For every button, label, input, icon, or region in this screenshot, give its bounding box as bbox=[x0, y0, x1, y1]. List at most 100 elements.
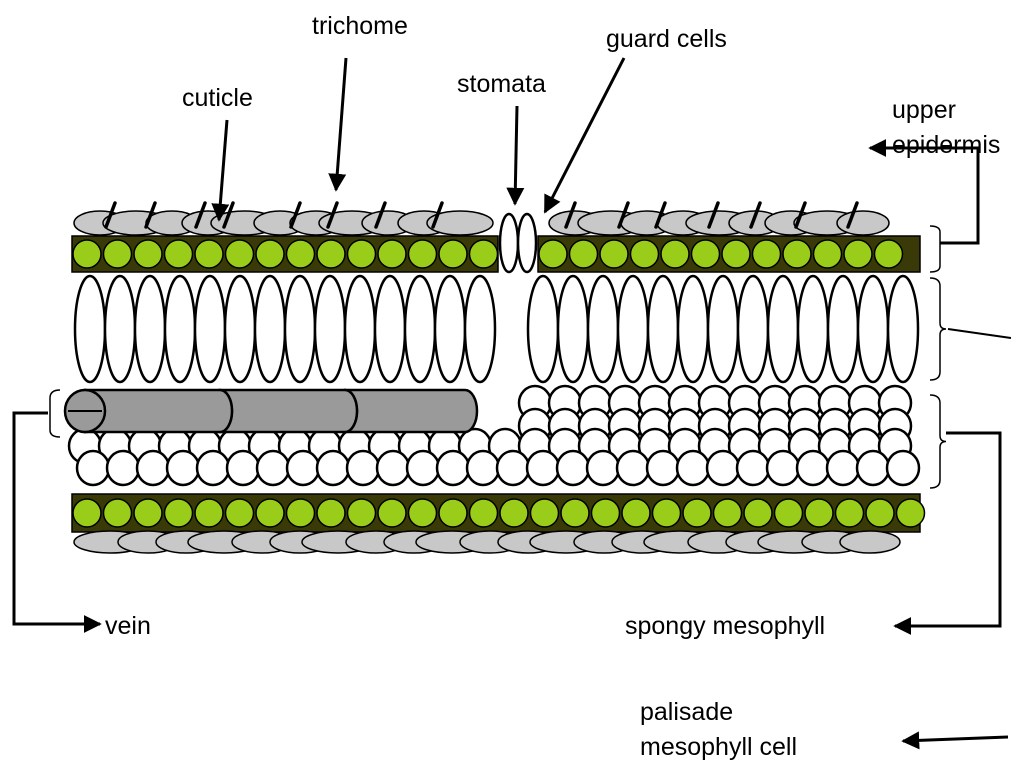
chloroplast bbox=[600, 240, 628, 268]
chloroplast bbox=[692, 240, 720, 268]
spongy-cell bbox=[407, 451, 439, 485]
chloroplast bbox=[744, 499, 772, 527]
palisade-cell bbox=[465, 276, 495, 382]
arrow-cuticle bbox=[219, 120, 227, 220]
left-bracket-vein bbox=[50, 390, 60, 437]
chloroplast bbox=[775, 499, 803, 527]
palisade-cell bbox=[708, 276, 738, 382]
palisade-leader-line bbox=[948, 329, 1011, 338]
palisade-cell bbox=[345, 276, 375, 382]
palisade-cell bbox=[105, 276, 135, 382]
chloroplast bbox=[287, 240, 315, 268]
spongy-cell bbox=[827, 451, 859, 485]
label-upper-epidermis-1: upper bbox=[892, 96, 956, 124]
palisade-cell bbox=[648, 276, 678, 382]
chloroplast bbox=[378, 240, 406, 268]
palisade-cell bbox=[435, 276, 465, 382]
chloroplast bbox=[317, 240, 345, 268]
right-bracket bbox=[930, 395, 946, 488]
chloroplast bbox=[783, 240, 811, 268]
chloroplast bbox=[561, 499, 589, 527]
chloroplast bbox=[134, 240, 162, 268]
palisade-cell bbox=[135, 276, 165, 382]
spongy-cell bbox=[197, 451, 229, 485]
palisade-cell bbox=[255, 276, 285, 382]
label-spongy-mesophyll: spongy mesophyll bbox=[625, 612, 825, 640]
palisade-cell bbox=[768, 276, 798, 382]
label-stomata: stomata bbox=[457, 70, 546, 98]
chloroplast bbox=[317, 499, 345, 527]
chloroplast bbox=[409, 240, 437, 268]
palisade-cell bbox=[195, 276, 225, 382]
palisade-cell bbox=[558, 276, 588, 382]
palisade-cell bbox=[588, 276, 618, 382]
vein bbox=[65, 390, 477, 432]
spongy-cell bbox=[287, 451, 319, 485]
spongy-cell bbox=[737, 451, 769, 485]
chloroplast bbox=[714, 499, 742, 527]
palisade-cell bbox=[828, 276, 858, 382]
right-bracket bbox=[930, 278, 946, 380]
label-cuticle: cuticle bbox=[182, 84, 253, 112]
lower-surface-cell bbox=[840, 531, 900, 553]
guard-cell-right bbox=[518, 214, 536, 272]
spongy-cell bbox=[167, 451, 199, 485]
chloroplast bbox=[195, 240, 223, 268]
spongy-cell bbox=[527, 451, 559, 485]
spongy-cell bbox=[617, 451, 649, 485]
chloroplast bbox=[683, 499, 711, 527]
arrow-stomata bbox=[515, 106, 517, 204]
arrow-trichome bbox=[336, 58, 346, 190]
cuticle-cell bbox=[837, 211, 889, 235]
spongy-cell bbox=[707, 451, 739, 485]
chloroplast bbox=[722, 240, 750, 268]
spongy-cell bbox=[107, 451, 139, 485]
spongy-cell bbox=[557, 451, 589, 485]
palisade-cell bbox=[375, 276, 405, 382]
chloroplast bbox=[226, 499, 254, 527]
palisade-cell bbox=[225, 276, 255, 382]
chloroplast bbox=[592, 499, 620, 527]
spongy-cell bbox=[797, 451, 829, 485]
chloroplast bbox=[470, 499, 498, 527]
chloroplast bbox=[226, 240, 254, 268]
spongy-cell bbox=[857, 451, 889, 485]
vein-tube bbox=[345, 390, 477, 432]
palisade-cells bbox=[75, 276, 918, 382]
spongy-cell bbox=[317, 451, 349, 485]
chloroplast bbox=[348, 240, 376, 268]
label-guard-cells: guard cells bbox=[606, 25, 727, 53]
palisade-cell bbox=[858, 276, 888, 382]
right-bracket-small bbox=[930, 226, 940, 272]
label-upper-epidermis-2: epidermis bbox=[892, 131, 1000, 159]
vein-tube bbox=[220, 390, 357, 432]
chloroplast bbox=[439, 499, 467, 527]
chloroplast bbox=[256, 499, 284, 527]
palisade-cell bbox=[888, 276, 918, 382]
chloroplast bbox=[631, 240, 659, 268]
spongy-cell bbox=[647, 451, 679, 485]
upper-epidermis bbox=[72, 203, 920, 272]
spongy-cell bbox=[497, 451, 529, 485]
chloroplast bbox=[73, 240, 101, 268]
chloroplast bbox=[287, 499, 315, 527]
chloroplast bbox=[470, 240, 498, 268]
chloroplast bbox=[134, 499, 162, 527]
lower-epidermis bbox=[72, 494, 925, 553]
vein-tube bbox=[85, 390, 232, 432]
palisade-cell bbox=[678, 276, 708, 382]
guard-cell-left bbox=[500, 214, 518, 272]
chloroplast bbox=[814, 240, 842, 268]
palisade-cell bbox=[315, 276, 345, 382]
chloroplast bbox=[753, 240, 781, 268]
chloroplast bbox=[622, 499, 650, 527]
chloroplast bbox=[805, 499, 833, 527]
chloroplast bbox=[165, 499, 193, 527]
chloroplast bbox=[836, 499, 864, 527]
chloroplast bbox=[897, 499, 925, 527]
chloroplast bbox=[539, 240, 567, 268]
palisade-cell bbox=[528, 276, 558, 382]
chloroplast bbox=[875, 240, 903, 268]
palisade-cell bbox=[165, 276, 195, 382]
